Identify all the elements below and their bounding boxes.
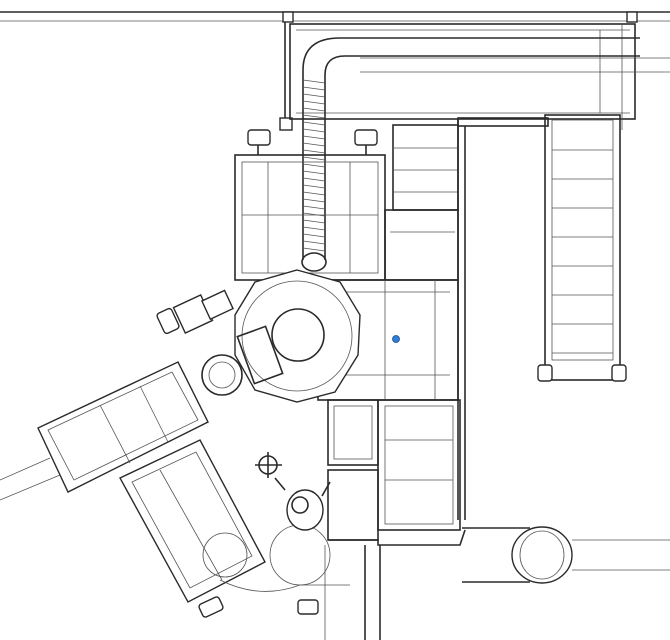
duct-rib bbox=[302, 198, 326, 203]
upper-frame bbox=[234, 129, 459, 281]
duct-rib bbox=[302, 240, 326, 245]
flexible-duct bbox=[301, 37, 640, 272]
duct-ribs bbox=[302, 79, 326, 252]
duct-rib bbox=[302, 86, 326, 91]
duct-frame bbox=[289, 23, 670, 130]
conveyor bbox=[0, 289, 234, 501]
duct-rib bbox=[302, 184, 326, 189]
duct-rib bbox=[302, 170, 326, 175]
selection-marker[interactable] bbox=[392, 335, 400, 343]
duct-rib bbox=[302, 135, 326, 140]
duct-rib bbox=[302, 121, 326, 126]
duct-rib bbox=[302, 226, 326, 231]
duct-rib bbox=[302, 100, 326, 105]
duct-rib bbox=[302, 156, 326, 161]
duct-rib bbox=[302, 191, 326, 196]
duct-rib bbox=[302, 233, 326, 238]
lower-left-table bbox=[119, 439, 350, 618]
stair bbox=[537, 114, 627, 382]
duct-rib bbox=[302, 212, 326, 217]
duct-rib bbox=[302, 142, 326, 147]
duct-rib bbox=[302, 247, 326, 252]
tank-cylinder bbox=[462, 526, 670, 584]
duct-rib bbox=[302, 149, 326, 154]
valve-wheel bbox=[255, 452, 282, 478]
duct-rib bbox=[302, 205, 326, 210]
duct-rib bbox=[302, 93, 326, 98]
duct-rib bbox=[302, 177, 326, 182]
duct-rib bbox=[302, 128, 326, 133]
walkway bbox=[392, 117, 549, 520]
rotary-unit bbox=[201, 269, 361, 403]
duct-rib bbox=[302, 163, 326, 168]
duct-rib bbox=[302, 107, 326, 112]
stair-treads bbox=[552, 149, 613, 354]
duct-rib bbox=[302, 114, 326, 119]
building-wall-lines bbox=[0, 11, 670, 131]
operator-figure bbox=[274, 477, 331, 531]
duct-rib bbox=[302, 79, 326, 84]
lower-right-frame bbox=[324, 399, 466, 640]
duct-rib bbox=[302, 219, 326, 224]
